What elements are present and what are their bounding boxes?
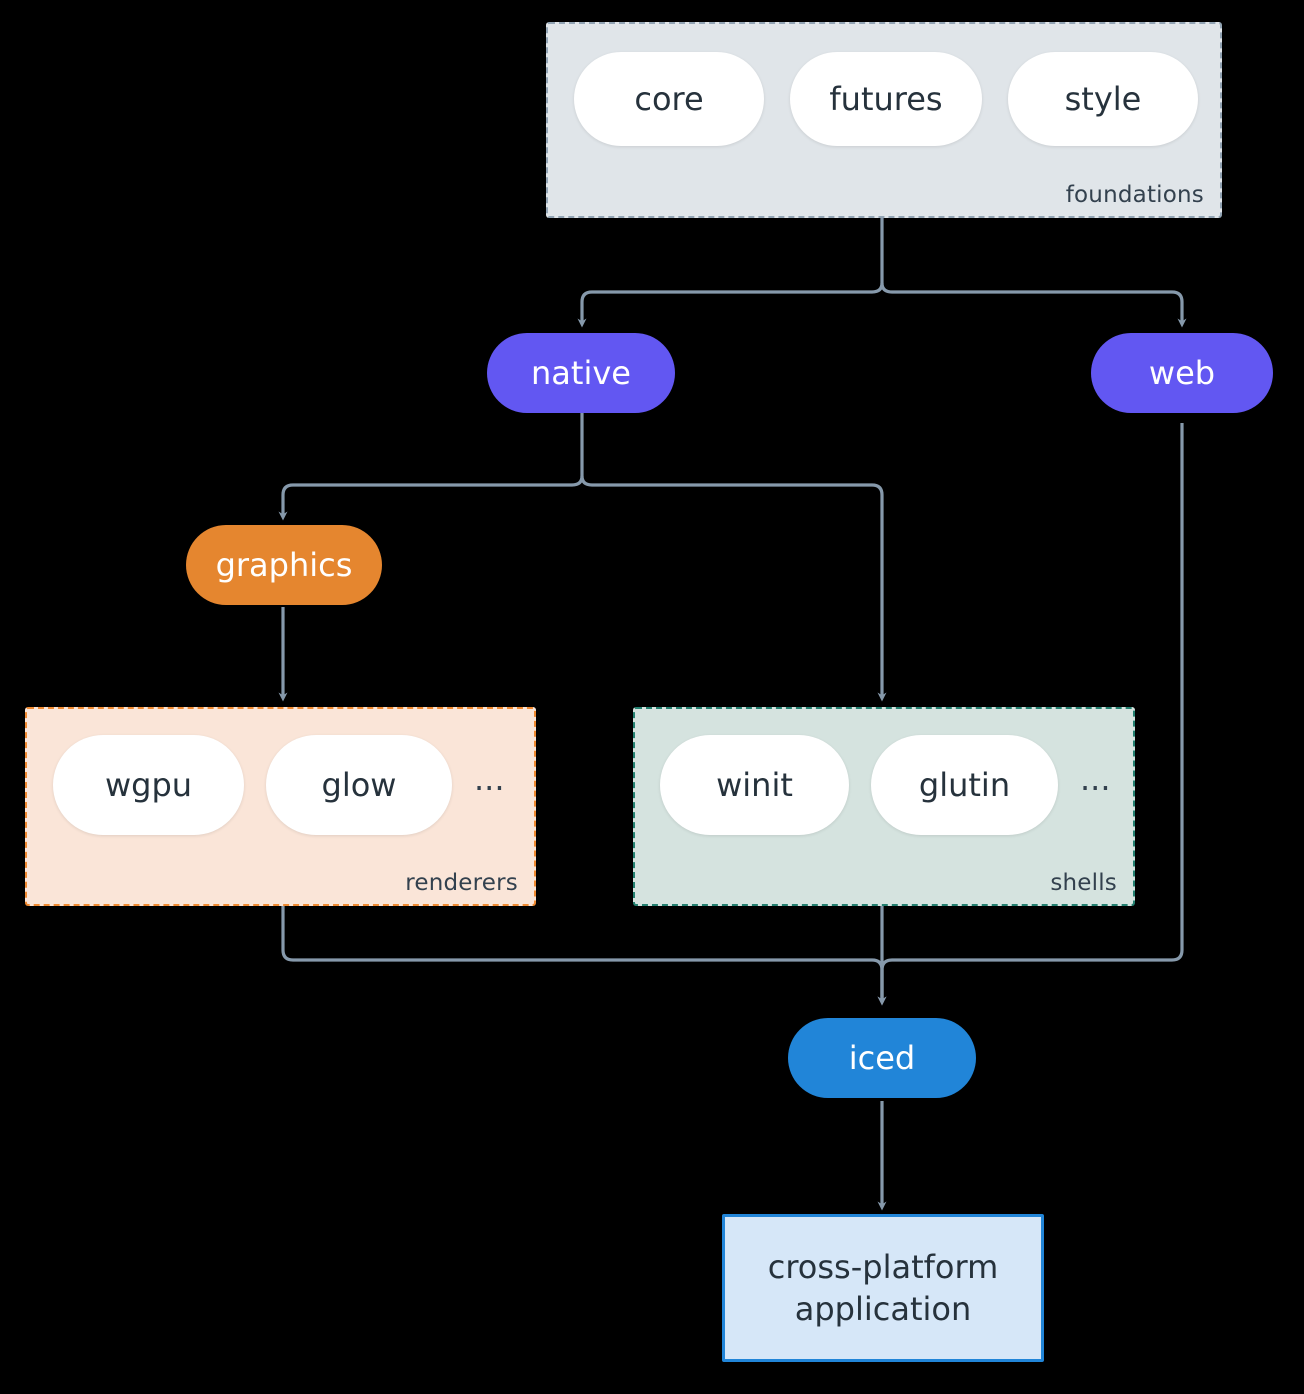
node-iced[interactable]: iced <box>788 1018 976 1098</box>
group-shells: winit glutin ... shells <box>633 707 1135 906</box>
renderers-items: wgpu glow ... <box>53 735 505 835</box>
chip-core-label: core <box>634 80 704 118</box>
group-renderers-label: renderers <box>405 870 518 896</box>
group-foundations: core futures style foundations <box>546 22 1222 218</box>
node-iced-label: iced <box>848 1039 916 1077</box>
chip-glow[interactable]: glow <box>266 735 452 835</box>
chip-wgpu[interactable]: wgpu <box>53 735 244 835</box>
chip-glow-label: glow <box>321 766 397 804</box>
node-native[interactable]: native <box>487 333 675 413</box>
group-shells-label: shells <box>1050 870 1117 896</box>
group-renderers: wgpu glow ... renderers <box>25 707 536 906</box>
edge-foundations-web <box>880 282 1187 328</box>
node-native-label: native <box>531 354 631 392</box>
node-cross-platform-application[interactable]: cross-platform application <box>722 1214 1044 1362</box>
chip-glutin-label: glutin <box>918 766 1011 804</box>
shells-items: winit glutin ... <box>660 735 1111 835</box>
chip-style[interactable]: style <box>1008 52 1198 146</box>
node-graphics[interactable]: graphics <box>186 525 382 605</box>
chip-futures[interactable]: futures <box>790 52 982 146</box>
edge-native-shells <box>580 475 887 702</box>
renderers-ellipsis: ... <box>474 760 505 798</box>
chip-glutin[interactable]: glutin <box>871 735 1058 835</box>
app-line-1: cross-platform <box>767 1247 999 1286</box>
node-web[interactable]: web <box>1091 333 1273 413</box>
chip-style-label: style <box>1064 80 1142 118</box>
foundations-items: core futures style <box>574 52 1198 146</box>
chip-winit-label: winit <box>716 766 793 804</box>
edge-foundations-native <box>577 218 884 328</box>
edge-native-graphics <box>278 413 584 521</box>
chip-wgpu-label: wgpu <box>104 766 193 804</box>
group-foundations-label: foundations <box>1065 182 1204 208</box>
shells-ellipsis: ... <box>1080 760 1111 798</box>
app-line-2: application <box>794 1290 972 1328</box>
chip-core[interactable]: core <box>574 52 764 146</box>
edge-renderers-iced <box>281 906 887 1006</box>
chip-winit[interactable]: winit <box>660 735 849 835</box>
node-web-label: web <box>1148 354 1216 392</box>
chip-futures-label: futures <box>829 80 943 118</box>
node-graphics-label: graphics <box>215 546 353 584</box>
